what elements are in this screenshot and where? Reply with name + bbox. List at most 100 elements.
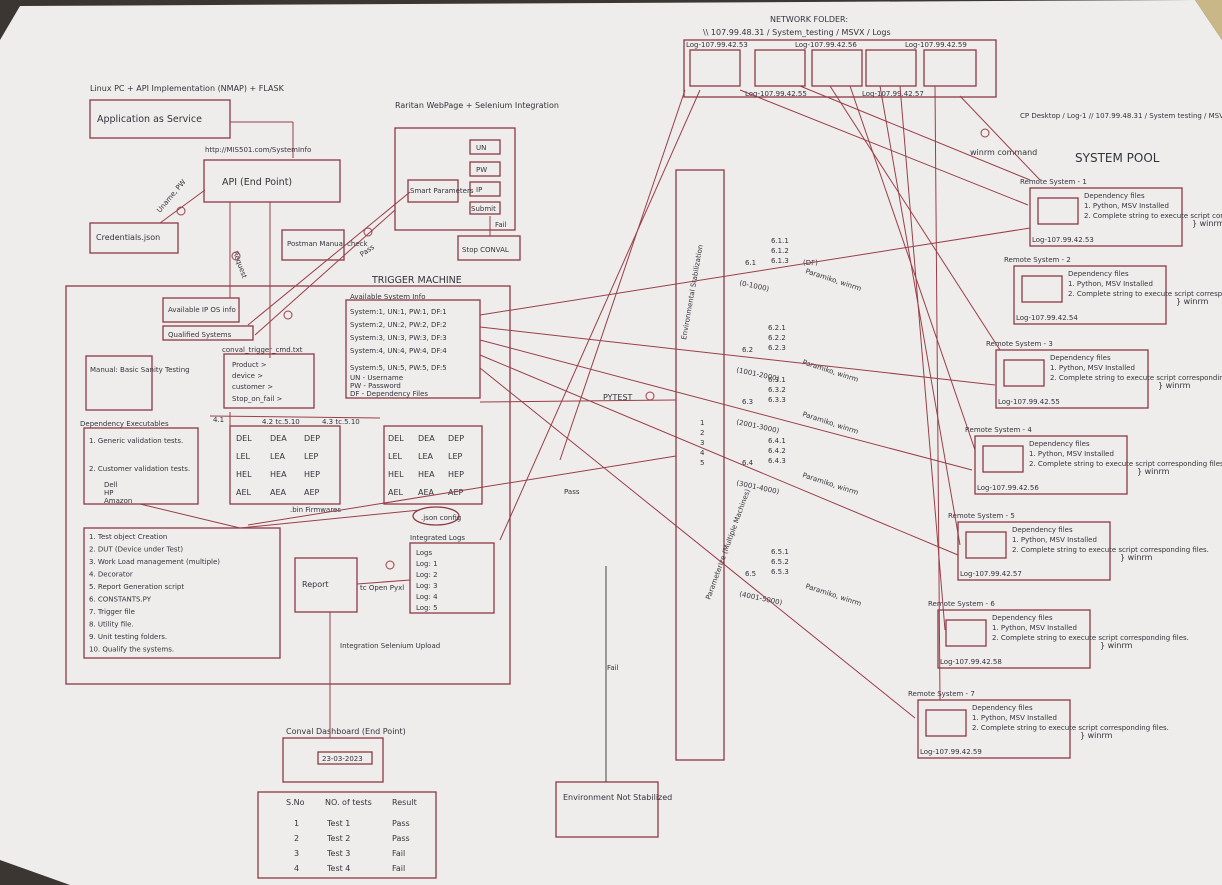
firmware-code: AEP	[448, 488, 464, 497]
remote-system-screen	[925, 709, 967, 737]
remote-system-line: 1. Python, MSV Installed	[1012, 536, 1097, 544]
env-fail-label: Fail	[607, 664, 619, 672]
dep-item-dell: Dell	[104, 481, 118, 489]
remote-system-winrm: } winrm	[1100, 641, 1133, 650]
remote-system-line: Dependency files	[972, 704, 1033, 712]
remote-system-line: 2. Complete string to execute script cor…	[1084, 212, 1222, 220]
results-cell: Test 2	[326, 834, 350, 843]
remote-system-screen	[965, 531, 1007, 559]
remote-system-box	[1029, 187, 1183, 247]
available-ip-box	[162, 297, 240, 323]
connection-lines	[139, 85, 1041, 782]
results-cell: 2	[294, 834, 299, 843]
manual-label: Manual: Basic Sanity Testing	[90, 366, 190, 374]
firmware-grid-1	[229, 425, 341, 505]
firmware-code: HEL	[236, 470, 252, 479]
log-slot-1	[689, 49, 741, 87]
system-info-row-3: System:3, UN:3, PW:3, DF:3	[350, 334, 447, 342]
remote-system-box	[995, 349, 1149, 409]
results-cell: Test 4	[326, 864, 350, 873]
test-list-item: 5. Report Generation script	[89, 583, 184, 591]
firmware-code: LEA	[270, 452, 286, 461]
env-pass-label: Pass	[564, 488, 580, 496]
json-config-oval	[412, 506, 460, 526]
open-pyxl-label: tc Open Pyxl	[360, 584, 404, 592]
firmware-code: HEA	[418, 470, 435, 479]
firmware-code: LEP	[304, 452, 319, 461]
credentials-label: Credentials.json	[96, 233, 160, 242]
network-folder-path: \\ 107.99.48.31 / System_testing / MSVX …	[703, 28, 891, 37]
remote-system-winrm: } winrm	[1080, 731, 1113, 740]
env-not-stabilized-box	[555, 781, 659, 838]
grid-label-1: 4.1	[213, 416, 224, 424]
test-list-item: 2. DUT (Device under Test)	[89, 546, 183, 554]
raritan-pw-label: PW	[476, 166, 487, 174]
grid-label-3: 4.3 tc.5.10	[322, 418, 360, 426]
network-folder-title: NETWORK FOLDER:	[770, 15, 848, 24]
integrated-log-item: Logs	[416, 549, 433, 557]
remote-system-screen	[1003, 359, 1045, 387]
results-header: NO. of tests	[325, 798, 372, 807]
firmware-code: DEP	[448, 434, 464, 443]
firmware-code: DEL	[236, 434, 252, 443]
api-endpoint-box	[203, 159, 341, 203]
results-cell: 1	[294, 819, 299, 828]
remote-system-line: 1. Python, MSV Installed	[1029, 450, 1114, 458]
firmware-code: HEP	[448, 470, 464, 479]
manual-box	[85, 355, 153, 411]
integrated-logs-title: Integrated Logs	[410, 534, 465, 542]
log-slot-2	[754, 49, 806, 87]
connection-sub: 6.2.3	[768, 344, 786, 352]
application-as-service-box	[89, 99, 231, 139]
postman-box	[281, 229, 345, 261]
pytest-label: PYTEST	[603, 393, 633, 402]
dependency-executables-title: Dependency Executables	[80, 420, 169, 428]
conval-trigger-label: conval_trigger_cmd.txt	[222, 346, 303, 354]
log-label-2: Log-107.99.42.55	[745, 90, 807, 98]
trigger-machine-title: TRIGGER MACHINE	[371, 275, 462, 286]
report-label: Report	[302, 580, 329, 589]
conval-dashboard-title: Conval Dashboard (End Point)	[286, 727, 406, 736]
connection-sub: 6.2.1	[768, 324, 786, 332]
legend-un: UN - Username	[350, 374, 403, 382]
legend-df: DF - Dependency Files	[350, 390, 428, 398]
test-list-item: 3. Work Load management (multiple)	[89, 558, 220, 566]
remote-system-screen	[1021, 275, 1063, 303]
firmware-code: LEA	[418, 452, 434, 461]
remote-system-winrm: } winrm	[1176, 297, 1209, 306]
remote-system-line: Dependency files	[1084, 192, 1145, 200]
results-table	[257, 791, 437, 879]
raritan-field-pw	[469, 161, 501, 177]
api-endpoint-label: API (End Point)	[222, 177, 292, 188]
connection-sub: 6.4.3	[768, 457, 786, 465]
results-cell: 4	[294, 864, 299, 873]
conval-dashboard-box	[282, 737, 384, 783]
remote-system-line: Dependency files	[1029, 440, 1090, 448]
firmware-code: HEP	[304, 470, 320, 479]
remote-system-log: Log-107.99.42.54	[1016, 314, 1078, 322]
grid-label-2: 4.2 tc.5.10	[262, 418, 300, 426]
qualified-systems-box	[162, 325, 254, 341]
test-list-item: 6. CONSTANTS.PY	[89, 596, 152, 604]
conval-item-customer: customer >	[232, 383, 273, 391]
results-cell: Fail	[392, 849, 405, 858]
remote-system-line: 1. Python, MSV Installed	[992, 624, 1077, 632]
log-slot-4	[865, 49, 917, 87]
integrated-log-item: Log: 5	[416, 604, 438, 612]
firmware-code: LEL	[236, 452, 251, 461]
raritan-title: Raritan WebPage + Selenium Integration	[395, 101, 559, 110]
dashboard-date: 23-03-2023	[322, 755, 363, 763]
test-list-item: 7. Trigger file	[89, 608, 135, 616]
conval-item-device: device >	[232, 372, 263, 380]
remote-system-title: Remote System - 6	[928, 600, 995, 608]
connection-sub: 6.3.2	[768, 386, 786, 394]
firmware-code: AEP	[304, 488, 320, 497]
remote-system-winrm: } winrm	[1192, 219, 1222, 228]
qualified-systems-label: Qualified Systems	[168, 331, 232, 339]
remote-system-title: Remote System - 5	[948, 512, 1015, 520]
log-label-5: Log-107.99.42.59	[905, 41, 967, 49]
remote-system-log: Log-107.99.42.57	[960, 570, 1022, 578]
